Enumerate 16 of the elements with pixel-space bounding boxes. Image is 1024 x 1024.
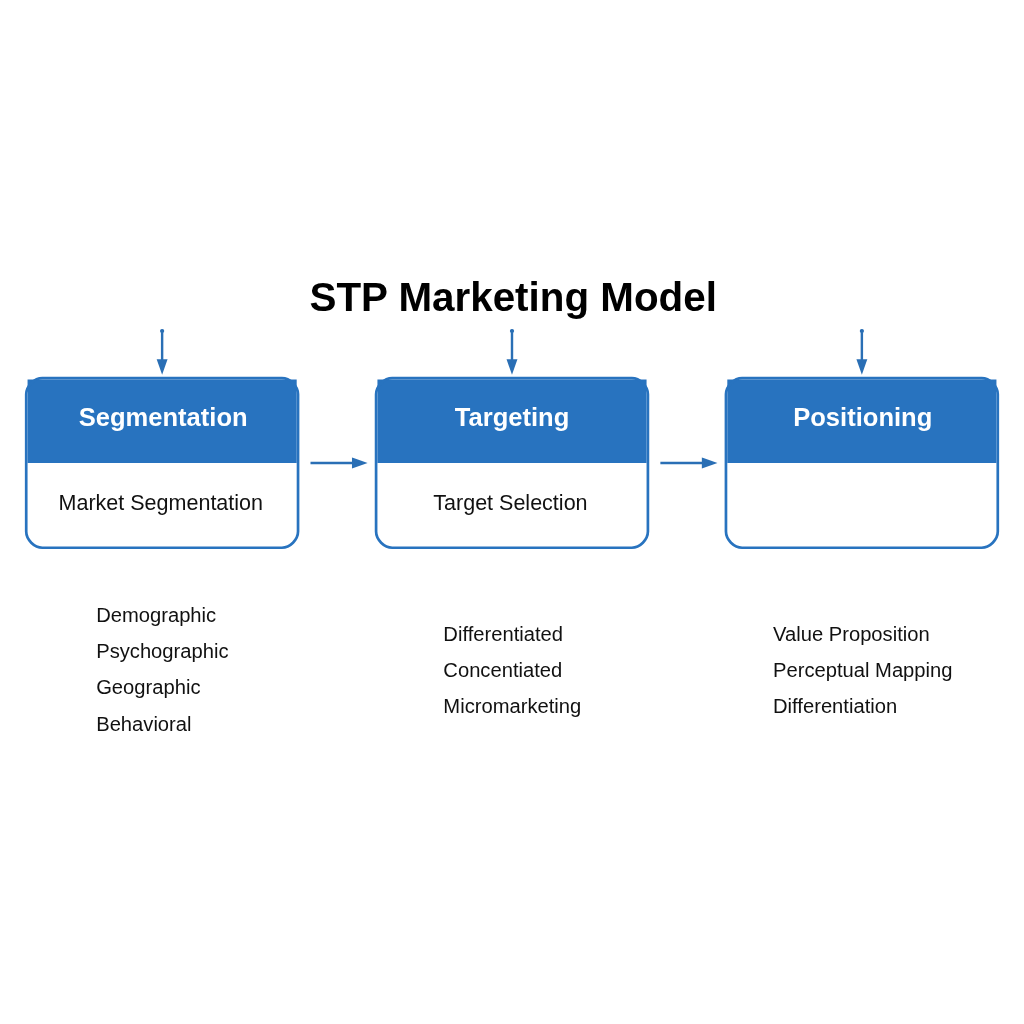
node-label: Psychographic	[96, 640, 229, 663]
node-label: Geographic	[96, 676, 201, 699]
arrow	[856, 332, 868, 375]
node-label: Value Proposition	[773, 622, 930, 645]
arrow	[156, 332, 168, 375]
node-label: Behavioral	[96, 712, 192, 735]
node-label: Differentiation	[773, 695, 898, 718]
node-label: Concentiated	[443, 658, 563, 681]
arrow	[506, 332, 518, 375]
diagram-title: STP Marketing Model	[309, 273, 717, 320]
node-label: Differentiated	[443, 622, 563, 645]
node-label: Micromarketing	[443, 695, 582, 718]
arrow	[660, 457, 718, 469]
node-label: Demographic	[96, 603, 217, 626]
node-label: Perceptual Mapping	[773, 658, 953, 681]
arrow	[310, 457, 368, 469]
